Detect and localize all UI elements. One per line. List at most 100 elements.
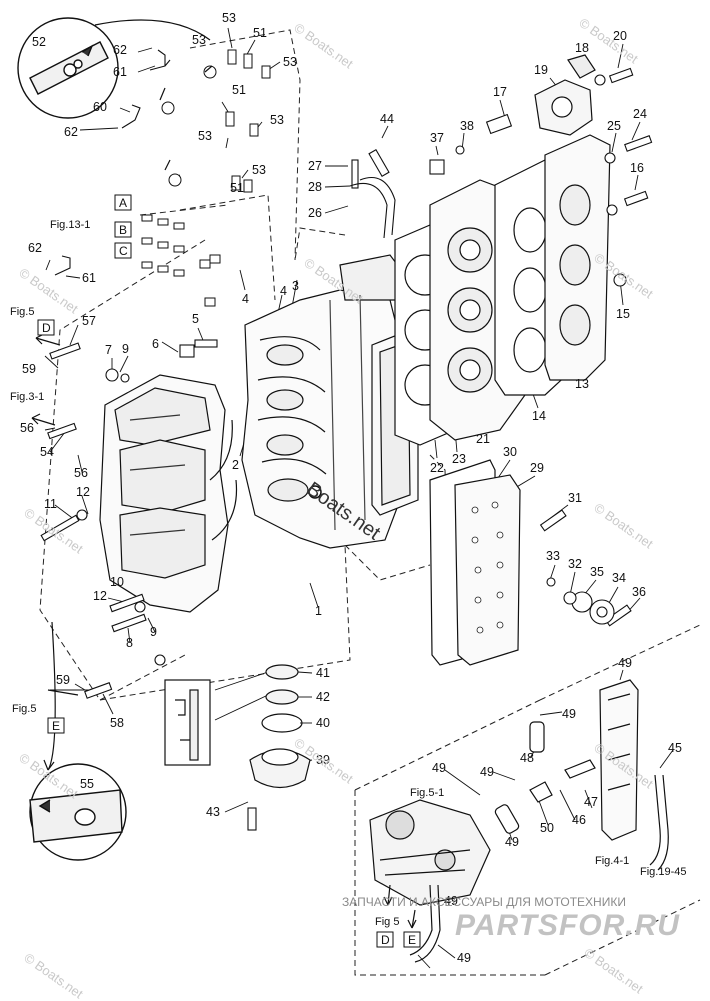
small-hardware — [40, 49, 653, 831]
box-a: A — [119, 196, 127, 210]
callout-56: 56 — [74, 466, 88, 480]
box-e-left: E — [52, 719, 60, 733]
cylinder-block — [241, 254, 406, 549]
ref-fig41: Fig.4-1 — [595, 855, 629, 867]
callout-62: 62 — [28, 241, 42, 255]
callout-41: 41 — [316, 666, 330, 680]
fitting-rows — [141, 49, 271, 307]
callout-31: 31 — [568, 491, 582, 505]
ref-fig5-lower: Fig 5 — [375, 916, 399, 928]
callout-51: 51 — [230, 181, 244, 195]
callout-53: 53 — [222, 11, 236, 25]
callout-58: 58 — [110, 716, 124, 730]
callout-32: 32 — [568, 557, 582, 571]
head-cover — [544, 134, 611, 381]
seal-detail-inset — [164, 679, 211, 766]
callout-13: 13 — [575, 377, 589, 391]
callout-49: 49 — [562, 707, 576, 721]
box-b: B — [119, 223, 127, 237]
callout-18: 18 — [575, 41, 589, 55]
callout-49: 49 — [505, 835, 519, 849]
callout-9: 9 — [150, 625, 157, 639]
callout-20: 20 — [613, 29, 627, 43]
callout-61: 61 — [82, 271, 96, 285]
callout-59: 59 — [22, 362, 36, 376]
box-e-bottom: E — [408, 933, 416, 947]
callout-15: 15 — [616, 307, 630, 321]
callout-23: 23 — [452, 452, 466, 466]
callout-28: 28 — [308, 180, 322, 194]
callout-35: 35 — [590, 565, 604, 579]
reference-labels: Fig.13-1 Fig.5 Fig.3-1 Fig.5 Fig.5-1 Fig… — [10, 219, 686, 928]
callout-7: 7 — [105, 343, 112, 357]
water-hose — [409, 774, 669, 963]
callout-38: 38 — [460, 119, 474, 133]
callout-53: 53 — [198, 129, 212, 143]
callout-53: 53 — [270, 113, 284, 127]
crankcase-cover — [99, 374, 238, 613]
callout-60: 60 — [93, 100, 107, 114]
detail-inset-52 — [17, 17, 119, 119]
callout-24: 24 — [633, 107, 647, 121]
callout-33: 33 — [546, 549, 560, 563]
callout-53: 53 — [252, 163, 266, 177]
callout-19: 19 — [534, 63, 548, 77]
callout-34: 34 — [612, 571, 626, 585]
callout-11: 11 — [44, 497, 57, 511]
callout-37: 37 — [430, 131, 444, 145]
callout-29: 29 — [530, 461, 544, 475]
callout-49: 49 — [444, 894, 458, 908]
banner-subtitle: ЗАПЧАСТИ И АКСЕССУАРЫ ДЛЯ МОТОТЕХНИКИ — [342, 895, 626, 909]
callout-6: 6 — [152, 337, 159, 351]
callout-16: 16 — [630, 161, 644, 175]
callout-49: 49 — [480, 765, 494, 779]
box-d-top: D — [42, 321, 51, 335]
ref-fig13: Fig.13-1 — [50, 219, 90, 231]
box-c: C — [119, 244, 128, 258]
partsfor-banner: ЗАПЧАСТИ И АКСЕССУАРЫ ДЛЯ МОТОТЕХНИКИ PA… — [300, 895, 700, 945]
dashed-group-lines — [39, 29, 701, 976]
callout-61: 61 — [113, 65, 127, 79]
ref-fig1945: Fig.19-45 — [640, 866, 686, 878]
thermostat-cover — [534, 54, 596, 136]
callout-39: 39 — [316, 753, 330, 767]
callout-40: 40 — [316, 716, 330, 730]
callout-49: 49 — [618, 656, 632, 670]
callout-51: 51 — [232, 83, 246, 97]
callout-62: 62 — [113, 43, 127, 57]
callout-56: 56 — [20, 421, 34, 435]
callout-52: 52 — [32, 35, 46, 49]
ref-fig5-bottom: Fig.5 — [12, 703, 36, 715]
callout-55: 55 — [80, 777, 94, 791]
callout-30: 30 — [503, 445, 517, 459]
callout-50: 50 — [540, 821, 554, 835]
callout-12: 12 — [76, 485, 90, 499]
box-d-bottom: D — [381, 933, 390, 947]
callout-43: 43 — [206, 805, 220, 819]
callout-10: 10 — [110, 575, 124, 589]
callout-57: 57 — [82, 314, 96, 328]
callout-53: 53 — [283, 55, 297, 69]
callout-54: 54 — [40, 445, 54, 459]
callout-21: 21 — [476, 432, 490, 446]
box-labels: A B C D E D E — [37, 194, 421, 948]
ref-fig51: Fig.5-1 — [410, 787, 444, 799]
hose-joints — [494, 721, 596, 834]
oil-seal-housing — [249, 664, 311, 789]
ref-fig5-top: Fig.5 — [10, 306, 34, 318]
callout-4: 4 — [280, 284, 287, 298]
callout-12: 12 — [93, 589, 107, 603]
callout-3: 3 — [292, 279, 299, 293]
banner-brand: PARTSFOR.RU — [455, 909, 680, 942]
callout-47: 47 — [584, 795, 598, 809]
detail-inset-55 — [29, 763, 127, 861]
exhaust-cover — [454, 474, 521, 666]
callout-59: 59 — [56, 673, 70, 687]
callout-8: 8 — [126, 636, 133, 650]
callout-48: 48 — [520, 751, 534, 765]
callout-22: 22 — [430, 461, 444, 475]
callout-53: 53 — [192, 33, 206, 47]
